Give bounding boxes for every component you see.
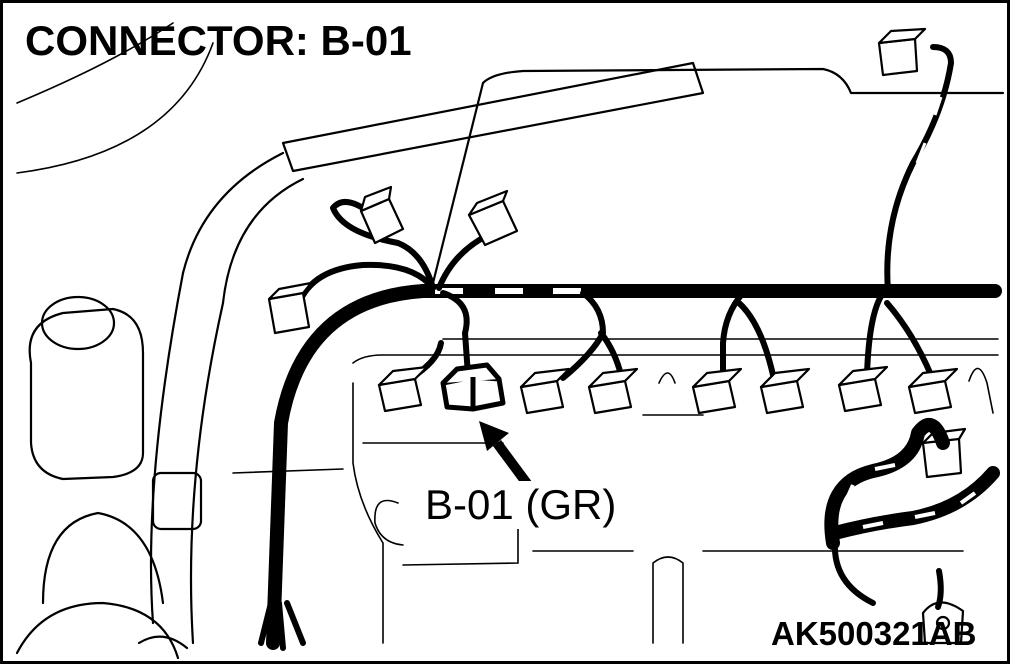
- left-tube-lower-inner: [189, 301, 225, 645]
- connector-upper-mid: [359, 185, 405, 245]
- bracket-line-c: [402, 522, 519, 566]
- branch-wire-mid: [330, 198, 436, 291]
- branch-wire-left: [296, 261, 436, 306]
- reservoir-cap: [40, 295, 116, 351]
- callout-arrow: [479, 421, 536, 492]
- branch-wire-right: [436, 232, 491, 291]
- left-tube-lower-outer: [149, 271, 185, 625]
- engine-bay-illustration: [15, 22, 1005, 660]
- connector-upper-left: [267, 281, 313, 335]
- loop-tape-lower: [862, 491, 977, 529]
- ground-terminal: [921, 601, 965, 645]
- background-engine-parts: [15, 22, 1005, 660]
- lower-slot: [652, 556, 684, 644]
- ground-wire: [935, 568, 944, 610]
- upper-connectors: [267, 27, 927, 335]
- intake-pipe: [281, 61, 705, 173]
- diagram-title: CONNECTOR: B-01: [25, 17, 412, 64]
- connector-row-5: [691, 367, 743, 415]
- drop-wire-c5: [720, 290, 746, 378]
- left-tube-inner: [221, 177, 305, 305]
- dome-part: [41, 511, 165, 605]
- connector-row-8: [907, 367, 959, 415]
- clip-arc-2: [968, 367, 994, 414]
- main-wiring-harness: [258, 44, 1002, 651]
- connector-callout-label: B-01 (GR): [423, 481, 619, 529]
- ground-bolt: [935, 615, 951, 631]
- loop-tape-upper: [843, 463, 896, 504]
- loop-connector-top: [921, 427, 967, 445]
- connector-b01-highlighted: [440, 362, 506, 412]
- dome-base: [15, 601, 180, 660]
- lower-right-harness: [824, 418, 1000, 645]
- bolt-arc: [374, 499, 404, 546]
- hose-curve-mid: [16, 42, 214, 174]
- loop-connector: [921, 437, 963, 479]
- connector-rail-back: [352, 354, 999, 364]
- connector-row-3: [519, 367, 571, 415]
- figure-id: AK500321AB: [771, 615, 977, 652]
- drop-wire-c7: [864, 290, 886, 378]
- clip-arc-1: [658, 372, 676, 384]
- arrow-head: [479, 421, 509, 451]
- drop-wire-c6: [736, 300, 776, 378]
- loop-harness-lower: [828, 466, 1000, 540]
- connector-row-7: [837, 365, 889, 413]
- harness-wire-ends: [258, 600, 306, 651]
- left-tube-outer: [181, 151, 285, 275]
- connector-row-6: [759, 367, 811, 415]
- right-riser-wire: [884, 44, 954, 294]
- tube-clamp: [151, 471, 203, 531]
- bracket-line-a: [232, 468, 344, 474]
- bracket-left-edge: [352, 382, 384, 644]
- harness-trunk: [266, 284, 1002, 650]
- drop-wire-b01: [440, 290, 471, 378]
- connector-row-4: [587, 367, 639, 415]
- connector-row: [377, 362, 959, 415]
- connector-row-1: [377, 365, 429, 413]
- riser-tape-marks: [891, 96, 943, 264]
- small-arc-bottom: [137, 635, 189, 650]
- drop-wire-c8: [884, 300, 934, 378]
- engine-cover-side: [431, 81, 485, 285]
- loop-drop-wire: [831, 540, 876, 606]
- hose-curve-top: [16, 22, 174, 104]
- drop-wire-c3: [560, 290, 606, 381]
- engine-cover-top: [481, 67, 1005, 95]
- connector-upper-right: [467, 189, 519, 247]
- reservoir-body: [28, 307, 145, 481]
- connector-top-right: [877, 27, 927, 77]
- loop-harness-upper: [824, 418, 950, 550]
